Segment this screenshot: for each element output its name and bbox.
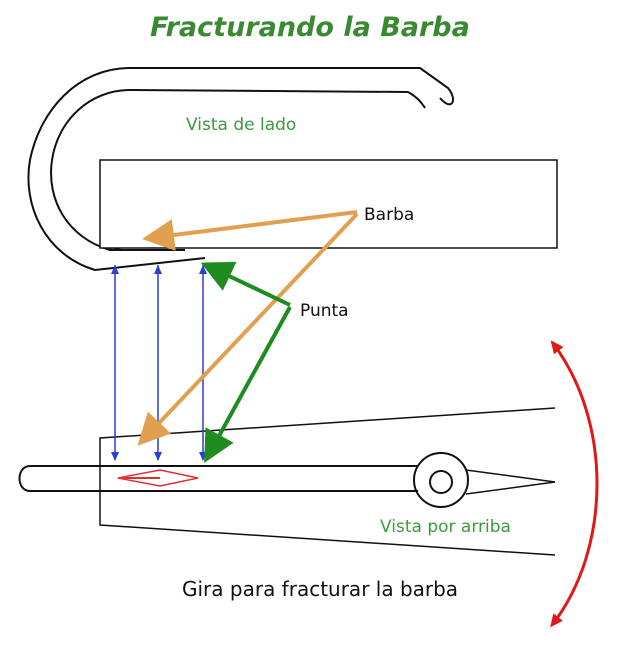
point-arrow-side (200, 261, 291, 307)
barb-arrow-top (137, 212, 359, 446)
side-view-label: Vista de lado (186, 115, 296, 135)
rotate-instruction: Gira para fracturar la barba (182, 577, 458, 601)
projection-lines (111, 265, 207, 461)
point-arrows (200, 261, 292, 464)
barb-label: Barba (364, 205, 414, 225)
point-label: Punta (300, 301, 349, 321)
diagram-title: Fracturando la Barba (150, 12, 470, 43)
barb-arrow-side (142, 210, 358, 251)
top-view-label: Vista por arriba (380, 517, 511, 537)
point-arrow-top (204, 306, 292, 464)
barb-arrows (137, 210, 359, 446)
barb-marker (117, 469, 199, 487)
hook-top-view (18, 407, 556, 556)
rotate-arrow (550, 340, 599, 628)
